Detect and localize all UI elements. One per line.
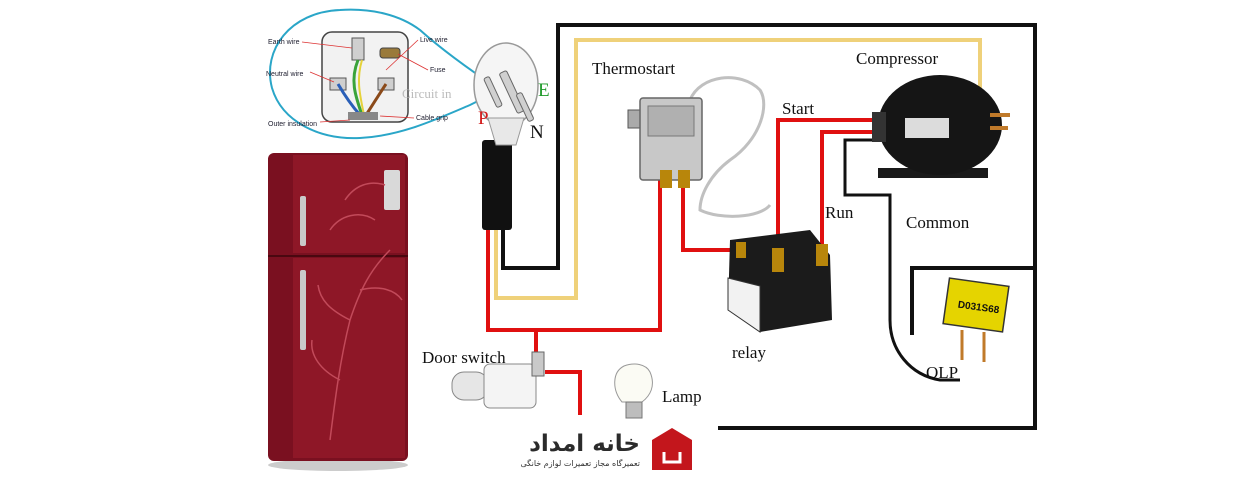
red-wire-lamp bbox=[545, 370, 582, 415]
earth-wire-conductor bbox=[352, 59, 364, 116]
relay-face bbox=[727, 277, 761, 333]
pointer-fuse bbox=[397, 53, 429, 71]
floral-pattern bbox=[311, 182, 403, 441]
relay-terminal-line bbox=[736, 242, 746, 258]
cable-grip bbox=[348, 112, 378, 120]
overload-protector: D031S68 OLP bbox=[926, 277, 1010, 382]
thermostat-terminal-2 bbox=[678, 170, 690, 188]
thermostat-terminal-1 bbox=[660, 170, 672, 188]
thermostat-capillary bbox=[688, 76, 772, 218]
freezer-handle bbox=[300, 196, 306, 246]
lamp: Lamp bbox=[614, 363, 702, 419]
pointer-outer-insulation bbox=[319, 119, 351, 123]
power-plug: E P N bbox=[473, 42, 550, 230]
label-fuse: Fuse bbox=[430, 67, 446, 74]
red-wire-thermostat-relay bbox=[681, 180, 735, 252]
label-circuit: Circuit in bbox=[402, 86, 452, 101]
fridge-handle bbox=[300, 270, 306, 350]
black-wire-common bbox=[843, 138, 960, 382]
plug-label-e: E bbox=[538, 80, 550, 101]
door-switch-body bbox=[483, 363, 537, 409]
label-compressor: Compressor bbox=[856, 49, 939, 68]
earth-wire-stripe bbox=[357, 59, 365, 116]
pointer-earth bbox=[301, 41, 353, 49]
plug-cord bbox=[482, 140, 512, 230]
fridge-shadow bbox=[268, 459, 408, 471]
plug-pin-earth bbox=[499, 70, 525, 114]
black-wire-olp-frame bbox=[910, 266, 1035, 335]
thermostat-plate bbox=[647, 105, 695, 137]
control-panel bbox=[384, 170, 400, 210]
label-earth-wire: Earth wire bbox=[268, 39, 300, 46]
brand-logo-house-icon bbox=[652, 428, 692, 470]
red-wire-run bbox=[820, 130, 880, 248]
black-wire-neutral bbox=[501, 23, 1037, 430]
plug-label-n: N bbox=[530, 122, 544, 143]
label-thermostart: Thermostart bbox=[592, 59, 675, 78]
lamp-base bbox=[625, 401, 643, 419]
red-wire-live bbox=[486, 170, 662, 332]
pointer-neutral bbox=[309, 71, 335, 83]
label-live-wire: Live wire bbox=[420, 37, 448, 44]
earth-pin bbox=[351, 37, 365, 61]
label-cable-grip: Cable grip bbox=[416, 115, 448, 122]
start-relay: relay bbox=[727, 230, 832, 362]
plug-pin-neutral bbox=[516, 92, 534, 122]
compressor: Compressor Start Run Common bbox=[782, 49, 1010, 232]
fridge-door bbox=[293, 258, 405, 458]
compressor-nameplate bbox=[905, 118, 949, 138]
relay-terminal-run bbox=[816, 244, 828, 266]
brand-subtitle: تعمیرگاه مجاز تعمیرات لوازم خانگی bbox=[521, 458, 641, 468]
label-lamp: Lamp bbox=[662, 387, 702, 406]
label-outer-insulation: Outer insulation bbox=[268, 121, 317, 128]
label-relay: relay bbox=[732, 343, 766, 362]
label-run: Run bbox=[825, 203, 854, 222]
label-start: Start bbox=[782, 99, 814, 118]
pointer-live bbox=[385, 39, 419, 71]
pointer-cable-grip bbox=[379, 115, 415, 119]
red-wire-start bbox=[776, 118, 880, 262]
label-door-switch: Door switch bbox=[422, 348, 506, 367]
yellow-wire-earth bbox=[494, 38, 982, 300]
brand-logo-wrench-icon bbox=[662, 452, 682, 464]
plug-label-p: P bbox=[478, 108, 489, 129]
plug-neck bbox=[487, 117, 525, 146]
compressor-terminal-box bbox=[872, 112, 886, 142]
label-common: Common bbox=[906, 213, 970, 232]
refrigerator bbox=[268, 153, 408, 471]
plug-pin-live bbox=[483, 76, 503, 108]
label-neutral-wire: Neutral wire bbox=[266, 71, 303, 78]
plug-inset-casing bbox=[321, 31, 409, 123]
door-switch-terminal bbox=[531, 351, 545, 377]
door-switch-plunger bbox=[451, 371, 489, 401]
fuse-cartridge bbox=[379, 47, 401, 59]
relay-terminal-start bbox=[772, 248, 784, 272]
thermostat: Thermostart bbox=[592, 59, 772, 218]
plug-inset: Earth wire Neutral wire Live wire Fuse C… bbox=[266, 8, 502, 140]
olp-body bbox=[942, 277, 1010, 333]
wires bbox=[486, 23, 1037, 430]
brand-title: خانه امداد bbox=[529, 431, 640, 457]
brand-logo: خانه امداد تعمیرگاه مجاز تعمیرات لوازم خ… bbox=[521, 428, 692, 470]
door-switch: Door switch bbox=[422, 348, 545, 409]
label-olp: OLP bbox=[926, 363, 958, 382]
lamp-bulb bbox=[614, 363, 653, 403]
